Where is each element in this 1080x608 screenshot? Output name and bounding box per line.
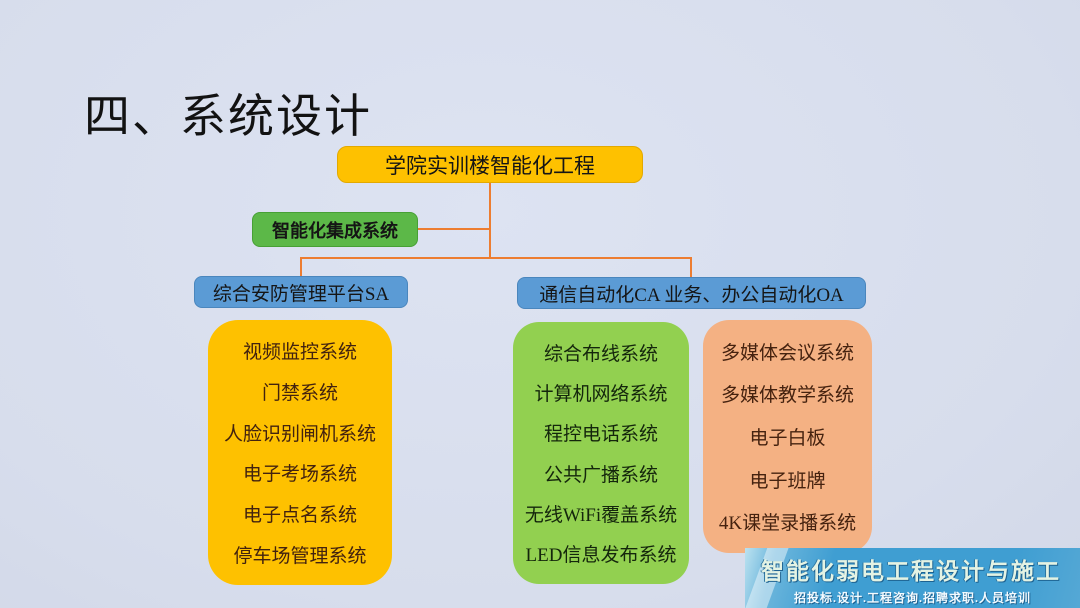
list-item: 综合布线系统 bbox=[543, 343, 658, 365]
node-integration-system: 智能化集成系统 bbox=[252, 212, 418, 247]
list-item: 视频监控系统 bbox=[242, 341, 357, 363]
watermark-subtitle: 招投标.设计.工程咨询.招聘求职.人员培训 bbox=[793, 591, 1031, 605]
connector-left-drop bbox=[300, 257, 302, 276]
list-item: 4K课堂录播系统 bbox=[718, 513, 857, 535]
list-item: 电子白板 bbox=[749, 427, 826, 449]
panel-communication-systems: 综合布线系统 计算机网络系统 程控电话系统 公共广播系统 无线WiFi覆盖系统 … bbox=[513, 322, 689, 584]
panel-security-systems: 视频监控系统 门禁系统 人脸识别闸机系统 电子考场系统 电子点名系统 停车场管理… bbox=[208, 320, 392, 585]
list-item: 人脸识别闸机系统 bbox=[223, 423, 376, 445]
watermark-banner: 智能化弱电工程设计与施工 招投标.设计.工程咨询.招聘求职.人员培训 bbox=[745, 548, 1080, 608]
node-communication-office: 通信自动化CA 业务、办公自动化OA bbox=[517, 277, 866, 309]
page-title: 四、系统设计 bbox=[84, 91, 372, 142]
node-security-platform: 综合安防管理平台SA bbox=[194, 276, 408, 308]
list-item: 电子考场系统 bbox=[242, 464, 357, 486]
connector-root-stem bbox=[489, 183, 491, 259]
list-item: 无线WiFi覆盖系统 bbox=[524, 504, 678, 526]
panel-multimedia-systems: 多媒体会议系统 多媒体教学系统 电子白板 电子班牌 4K课堂录播系统 bbox=[703, 320, 872, 553]
list-item: 门禁系统 bbox=[261, 382, 338, 404]
list-item: 电子点名系统 bbox=[242, 505, 357, 527]
connector-right-drop bbox=[690, 257, 692, 277]
list-item: 计算机网络系统 bbox=[534, 383, 668, 405]
connector-integration-link bbox=[418, 228, 489, 230]
connector-branch-bar bbox=[300, 257, 692, 259]
list-item: 多媒体教学系统 bbox=[720, 385, 854, 407]
list-item: 电子班牌 bbox=[749, 470, 826, 492]
list-item: 程控电话系统 bbox=[543, 424, 658, 446]
list-item: 停车场管理系统 bbox=[233, 546, 367, 568]
list-item: 多媒体会议系统 bbox=[720, 342, 854, 364]
list-item: LED信息发布系统 bbox=[525, 545, 677, 567]
list-item: 公共广播系统 bbox=[543, 464, 658, 486]
node-root-project: 学院实训楼智能化工程 bbox=[337, 146, 643, 183]
watermark-title: 智能化弱电工程设计与施工 bbox=[761, 559, 1061, 584]
